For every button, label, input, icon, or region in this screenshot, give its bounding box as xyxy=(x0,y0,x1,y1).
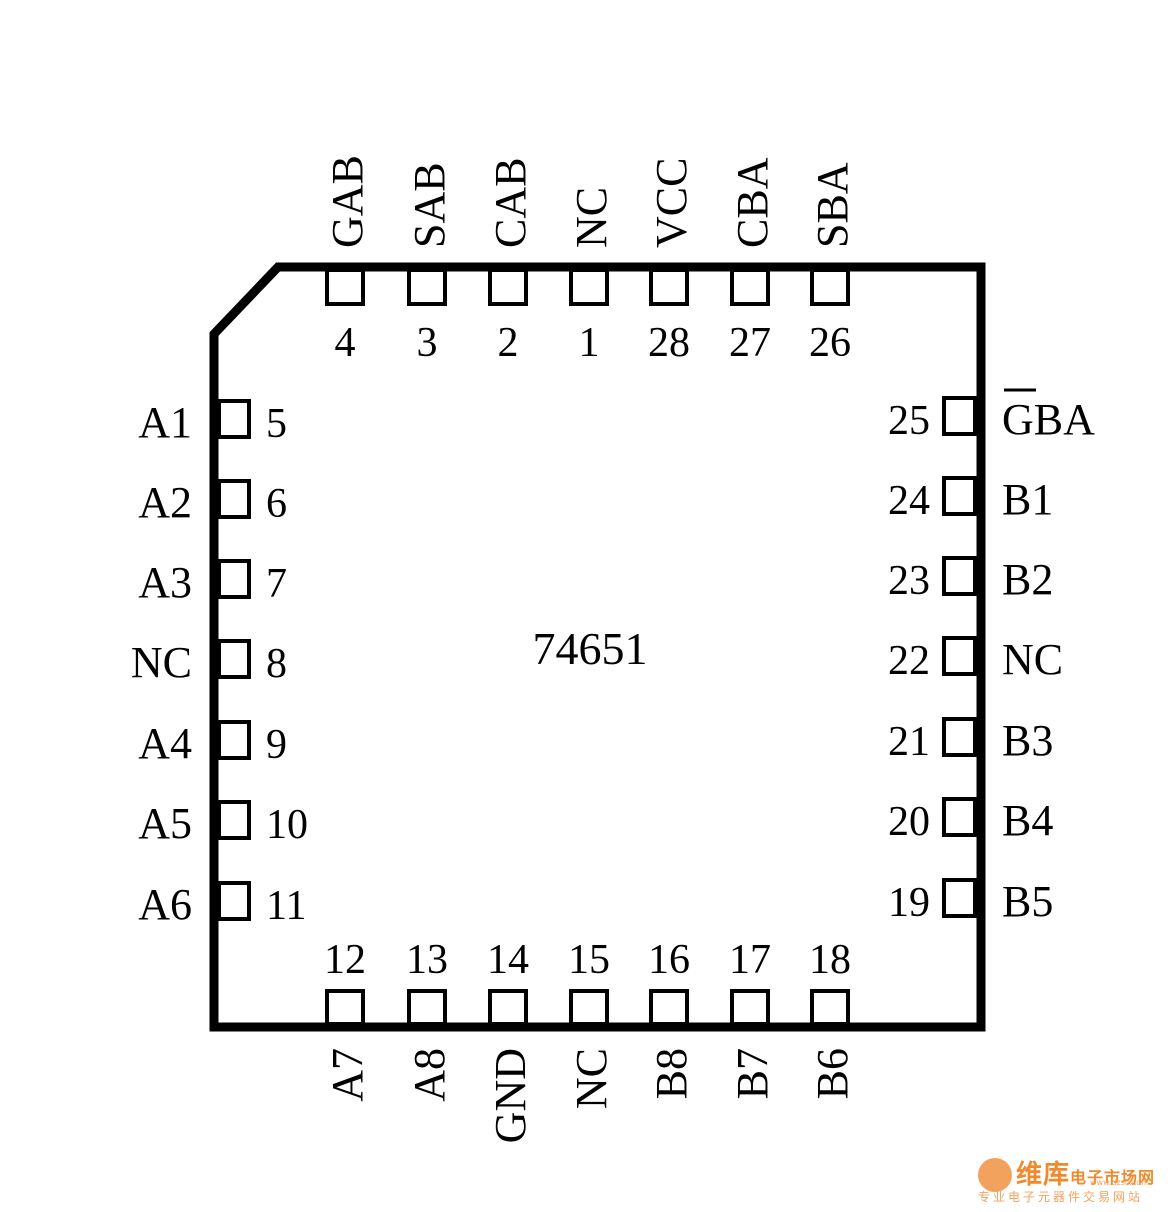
pin-name-b6-18: B6 xyxy=(808,1048,857,1099)
watermark-tagline: 专业电子元器件交易网站 xyxy=(978,1190,1144,1204)
pin-number-nc-22: 22 xyxy=(888,638,930,684)
pin-pad-nc-22 xyxy=(942,636,977,676)
pin-name-b3-21: B3 xyxy=(1002,716,1053,765)
pin-pad-a1-5 xyxy=(217,399,251,439)
pin-name-a7-12: A7 xyxy=(323,1048,372,1102)
pin-name-sab-3: SAB xyxy=(405,162,454,248)
pin-name-vcc-28: VCC xyxy=(647,158,696,248)
pin-name-a1-5: A1 xyxy=(138,398,192,447)
pin-number-b3-21: 21 xyxy=(888,719,930,765)
watermark-brand-suffix: 电子市场网 xyxy=(1070,1168,1156,1187)
pin-name-cab-2: CAB xyxy=(486,158,535,248)
pin-pad-gba-25 xyxy=(942,396,977,436)
pin-name-b7-17: B7 xyxy=(728,1048,777,1099)
pin-pad-nc-8 xyxy=(217,639,251,679)
pin-pad-nc-15 xyxy=(569,989,609,1026)
pin-number-vcc-28: 28 xyxy=(648,320,690,366)
pin-name-a6-11: A6 xyxy=(138,880,192,929)
pin-name-gnd-14: GND xyxy=(486,1048,535,1143)
pin-name-a2-6: A2 xyxy=(138,478,192,527)
pin-pad-vcc-28 xyxy=(649,268,689,306)
pin-pad-b3-21 xyxy=(942,717,977,757)
pin-name-b2-23: B2 xyxy=(1002,555,1053,604)
pin-number-gnd-14: 14 xyxy=(487,937,529,983)
watermark-brand: 维库电子市场网 xyxy=(1016,1154,1155,1191)
pin-name-sba-26: SBA xyxy=(808,162,857,248)
pin-name-b4-20: B4 xyxy=(1002,796,1053,845)
pin-number-b6-18: 18 xyxy=(809,937,851,983)
pin-name-b8-16: B8 xyxy=(647,1048,696,1099)
pin-number-a8-13: 13 xyxy=(406,937,448,983)
pin-name-a5-10: A5 xyxy=(138,799,192,848)
pin-pad-a5-10 xyxy=(217,800,251,840)
pin-number-b1-24: 24 xyxy=(888,478,930,524)
watermark: 维库电子市场网 www.dzsc.com 专业电子元器件交易网站 xyxy=(978,1154,1168,1206)
pin-pad-cba-27 xyxy=(730,268,770,306)
pin-name-cba-27: CBA xyxy=(728,157,777,248)
pin-number-nc-8: 8 xyxy=(266,641,287,687)
pin-pad-a7-12 xyxy=(325,989,365,1026)
pin-number-cab-2: 2 xyxy=(498,320,519,366)
pin-number-a6-11: 11 xyxy=(266,883,306,929)
pin-pad-b2-23 xyxy=(942,556,977,596)
pin-pad-a4-9 xyxy=(217,720,251,760)
pin-name-b1-24: B1 xyxy=(1002,475,1053,524)
pin-number-b5-19: 19 xyxy=(888,880,930,926)
pin-pad-a8-13 xyxy=(407,989,447,1026)
pin-number-gba-25: 25 xyxy=(888,398,930,444)
pin-pad-b4-20 xyxy=(942,797,977,837)
watermark-logo-icon xyxy=(978,1158,1012,1192)
pin-number-b8-16: 16 xyxy=(648,937,690,983)
pin-name-gba-25: GBA xyxy=(1002,395,1095,444)
pin-pad-b1-24 xyxy=(942,476,977,516)
pin-number-nc-1: 1 xyxy=(579,320,600,366)
pin-pad-cab-2 xyxy=(488,268,528,306)
pin-number-nc-15: 15 xyxy=(568,937,610,983)
pin-pad-sba-26 xyxy=(810,268,850,306)
pin-pad-gnd-14 xyxy=(488,989,528,1026)
pin-number-a1-5: 5 xyxy=(266,401,287,447)
pin-number-a7-12: 12 xyxy=(324,937,366,983)
pin-pad-b7-17 xyxy=(730,989,770,1026)
pin-number-b7-17: 17 xyxy=(729,937,771,983)
pin-number-a5-10: 10 xyxy=(266,802,308,848)
pin-name-nc-22: NC xyxy=(1002,635,1063,684)
pin-pad-nc-1 xyxy=(569,268,609,306)
pin-number-sab-3: 3 xyxy=(417,320,438,366)
pin-name-nc-8: NC xyxy=(131,638,192,687)
pin-number-a3-7: 7 xyxy=(266,561,287,607)
pin-name-b5-19: B5 xyxy=(1002,877,1053,926)
pin-number-a4-9: 9 xyxy=(266,722,287,768)
pin-pad-a3-7 xyxy=(217,559,251,599)
pin-name-a3-7: A3 xyxy=(138,558,192,607)
pin-pad-gab-4 xyxy=(325,268,365,306)
pin-number-gab-4: 4 xyxy=(335,320,356,366)
pin-pad-b5-19 xyxy=(942,878,977,918)
pin-name-a8-13: A8 xyxy=(405,1048,454,1102)
watermark-url: www.dzsc.com xyxy=(1090,1178,1149,1187)
part-number: 74651 xyxy=(533,623,648,674)
pin-number-cba-27: 27 xyxy=(729,320,771,366)
pin-name-nc-15: NC xyxy=(567,1048,616,1109)
chip-body xyxy=(209,262,986,1032)
pin-name-a4-9: A4 xyxy=(138,719,192,768)
pin-number-b4-20: 20 xyxy=(888,799,930,845)
pin-number-b2-23: 23 xyxy=(888,558,930,604)
pin-number-a2-6: 6 xyxy=(266,481,287,527)
pin-pad-b8-16 xyxy=(649,989,689,1026)
pin-pad-a2-6 xyxy=(217,479,251,519)
pin-name-gab-4: GAB xyxy=(323,155,372,248)
pin-number-sba-26: 26 xyxy=(809,320,851,366)
pin-pad-b6-18 xyxy=(810,989,850,1026)
watermark-brand-main: 维库 xyxy=(1016,1160,1071,1190)
pin-pad-a6-11 xyxy=(217,881,251,921)
pin-name-nc-1: NC xyxy=(567,187,616,248)
pin-pad-sab-3 xyxy=(407,268,447,306)
